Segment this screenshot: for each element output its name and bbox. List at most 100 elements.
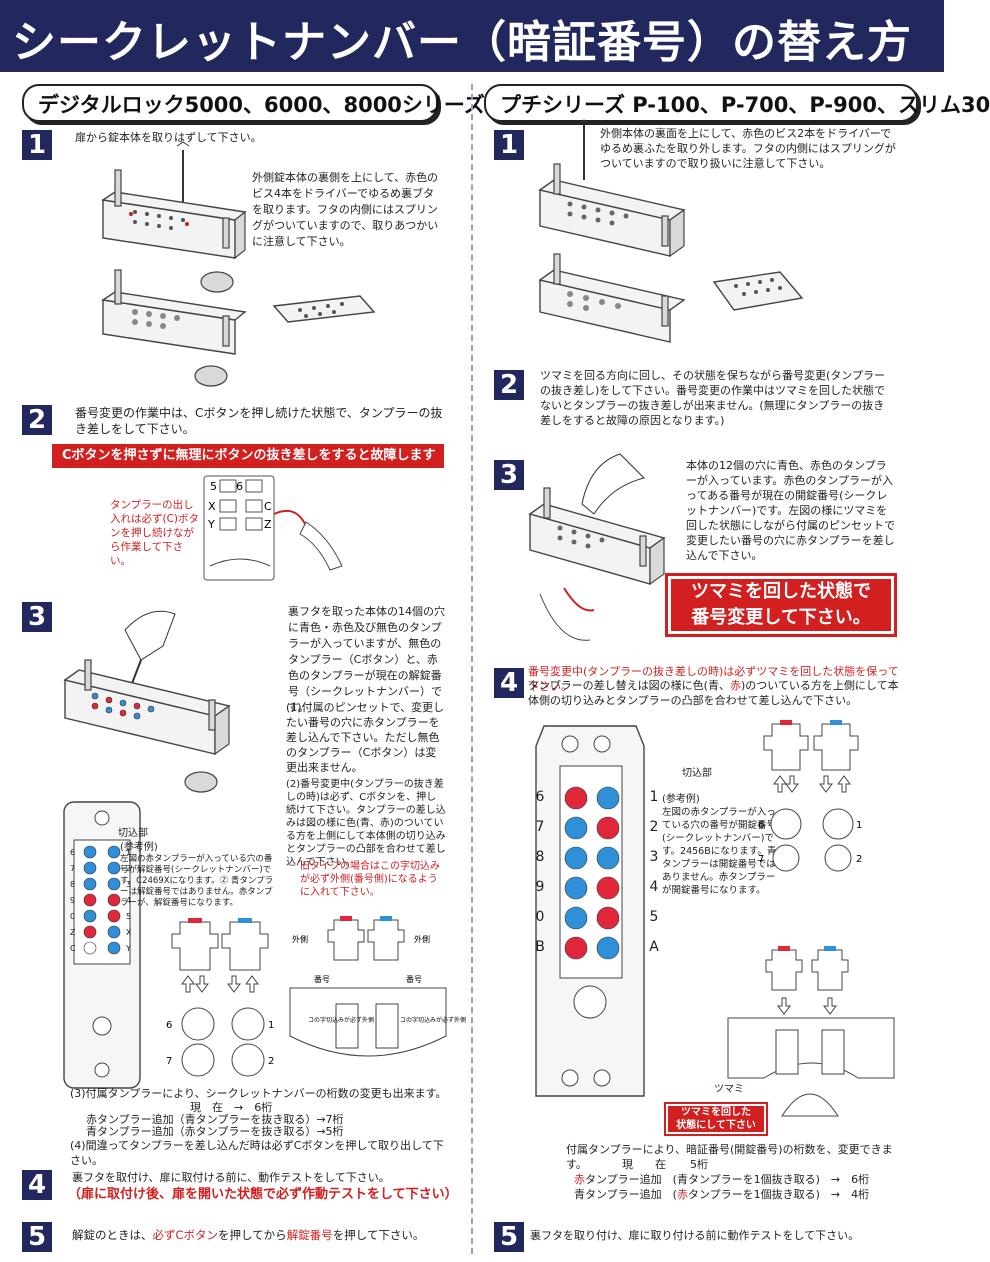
right-step2-number: 2: [494, 370, 524, 400]
left-step5-text-b: 必ずCボタン: [152, 1228, 219, 1242]
panel-label-4: 4: [126, 896, 131, 905]
right-digits-red-a: 赤: [574, 1173, 585, 1186]
column-divider: [471, 84, 473, 1254]
left-step5-text-a: 解錠のときは、: [72, 1228, 153, 1242]
right-step3-text: 本体の12個の穴に青色、赤色のタンプラーが入っています。赤色のタンプラーが入って…: [686, 459, 895, 562]
panel-label-7: 7: [70, 864, 75, 873]
right-back-cover-illustration: [712, 271, 804, 311]
right-dial-label-6: 6: [758, 820, 764, 831]
right-digits-blue-row: 青タンプラー追加 (赤タンプラーを1個抜き取る) → 4桁: [574, 1187, 904, 1202]
right-step1-text: 外側本体の裏面を上にして、赤色のビス2本をドライバーでゆるめ裏ふたを取り外します…: [600, 127, 896, 170]
left-step1-note: 外側錠本体の裏側を上にして、赤色のビス4本をドライバーでゆるめ裏ブタを取ります。…: [252, 171, 439, 248]
panel-label-8: 8: [70, 880, 75, 889]
panel-label-2: 2: [126, 864, 131, 873]
right-label-b: B: [535, 939, 545, 955]
left-insert-direction-diagram: 外側 外側 番号 番号 コの字切込みが必ず外側 コの字切込みが必ず外側: [289, 916, 466, 1057]
left-row-red: 赤タンプラー追加（青タンプラーを抜き取る）→7桁: [86, 1113, 344, 1126]
page-title: シークレットナンバー（暗証番号）の替え方: [12, 17, 912, 68]
right-digits-intro: 付属タンプラーにより、暗証番号(開錠番号)の桁数を、変更できます。: [566, 1143, 893, 1171]
right-left-labels: 6 7 8 9 0 B: [530, 782, 550, 962]
left-tumbler-insert-illustration: [63, 610, 231, 793]
left-item3: (3)付属タンプラーにより、シークレットナンバーの桁数の変更も出来ます。: [70, 1087, 447, 1100]
right-digits-blue-c: タンプラーを1個抜き取る) → 4桁: [687, 1188, 870, 1201]
right-tumbler-panel: [535, 725, 645, 1097]
right-step4-text-b: 赤: [729, 679, 741, 692]
left-section-header: デジタルロック5000、6000、8000シリーズ: [22, 84, 485, 122]
panel-label-y: Y: [125, 944, 131, 953]
right-label-9: 9: [535, 879, 545, 895]
panel-label-z: Z: [70, 928, 76, 937]
left-back-cover-illustration: [272, 295, 376, 323]
right-knob-callout-line2: 状態にして下さい: [676, 1120, 756, 1131]
right-label-5: 5: [649, 909, 659, 925]
left-number-label: 番号: [314, 974, 330, 984]
left-step3-text: 裏フタを取った本体の14個の穴に青色・赤色及び無色のタンプラーが入っていますが、…: [288, 605, 445, 714]
left-section-title: デジタルロック5000、6000、8000シリーズ: [38, 93, 485, 117]
right-step5-text: 裏フタを取り付け、扉に取り付ける前に動作テストをして下さい。: [530, 1229, 860, 1242]
right-tumbler-shapes: 6 1 7 2: [758, 720, 862, 872]
left-cut-label: 切込部: [118, 828, 148, 839]
left-ref-title: (参考例): [120, 842, 158, 853]
left-outside-label-2: 外側: [414, 934, 430, 944]
left-step3-item2-red: 旧タイプの場合はこの字切込みが必ず外側(番号側)になるように入れて下さい。: [300, 861, 440, 898]
right-right-labels: 1 2 3 4 5 A: [644, 782, 664, 962]
left-notch-note: コの字切込みが必ず外側: [308, 1016, 374, 1024]
right-label-2: 2: [649, 819, 659, 835]
left-lock-body-illustration: [101, 141, 247, 387]
left-step4-number: 4: [22, 1170, 52, 1200]
keypad-key-5: 5: [210, 480, 217, 493]
left-step4-warning: （扉に取付け後、扉を開いた状態で必ず作動テストをして下さい）: [68, 1187, 458, 1202]
right-step4-text-c: )のついている方を上側にして本体側の切り込みとタンプラーの凸部を合わせて差し込ん…: [528, 679, 899, 707]
panel-label-c: C: [70, 944, 76, 953]
right-digits-red-b: タンプラー追加 (青タンプラーを1個抜き取る) → 6桁: [585, 1173, 870, 1186]
right-step4-text-a: タンプラーの差し替えは図の様に色(青、: [528, 679, 730, 692]
right-label-a: A: [649, 939, 659, 955]
right-step3-callout: ツマミを回した状態で 番号変更して下さい。: [665, 573, 897, 637]
right-lock-body-illustration: [538, 119, 686, 343]
left-step1-number: 1: [22, 130, 52, 160]
right-section-title: プチシリーズ P-100、P-700、P-900、スリム30: [500, 93, 990, 117]
right-label-6: 6: [535, 789, 545, 805]
left-item4: (4)間違ってタンプラーを差し込んだ時は必ずCボタンを押して取り出して下さい。: [70, 1139, 444, 1167]
left-row-now: 現 在 → 6桁: [190, 1101, 273, 1114]
left-step5-text: 解錠のときは、必ずCボタンを押してから解錠番号を押して下さい。: [72, 1228, 462, 1243]
right-dial-label-7: 7: [758, 854, 764, 865]
left-step3-item2: (2)番号変更中(タンプラーの抜き差しの時)は必ず、Cボタンを、押し続けて下さい…: [286, 779, 446, 868]
keypad-key-c: C: [264, 500, 272, 513]
left-keypad-illustration: 5 6 X C Y Z: [203, 475, 343, 581]
left-step5-number: 5: [22, 1222, 52, 1252]
right-label-4: 4: [649, 879, 659, 895]
keypad-key-6: 6: [236, 480, 243, 493]
right-digits-red-row: 赤タンプラー追加 (青タンプラーを1個抜き取る) → 6桁: [574, 1172, 904, 1187]
right-cut-label: 切込部: [682, 768, 712, 779]
keypad-key-z: Z: [264, 518, 272, 531]
left-step1-text: 扉から錠本体を取りはずして下さい。: [75, 131, 262, 144]
left-tumbler-shapes: 6 1 7 2: [166, 918, 274, 1077]
right-knob-diagram: [727, 946, 895, 1117]
panel-label-9: 9: [70, 896, 75, 905]
left-step5-text-c: を押してから: [218, 1228, 287, 1242]
right-ref-title: (参考例): [662, 794, 700, 805]
right-label-1: 1: [649, 789, 659, 805]
right-step3-number: 3: [494, 460, 524, 490]
right-label-8: 8: [535, 849, 545, 865]
left-outside-label: 外側: [292, 934, 308, 944]
keypad-key-y: Y: [207, 518, 215, 531]
right-step3-callout-line2: 番号変更して下さい。: [691, 607, 871, 628]
left-step2-number: 2: [22, 405, 52, 435]
title-bar: シークレットナンバー（暗証番号）の替え方: [0, 0, 944, 72]
left-dial-label-6: 6: [166, 1020, 172, 1031]
right-digits-now-label: 現 在: [622, 1158, 666, 1171]
left-step5-text-e: を押して下さい。: [332, 1228, 425, 1242]
right-step4-number: 4: [494, 668, 524, 698]
left-dial-label-1: 1: [268, 1020, 274, 1031]
right-ref-text: 左図の赤タンプラーが入っている穴の番号が開錠番号(シークレットナンバー)です。2…: [662, 807, 777, 896]
panel-label-5: 5: [126, 912, 131, 921]
left-step2-warning: Cボタンを押さずに無理にボタンの抜き差しをすると故障します: [52, 444, 444, 468]
keypad-key-x: X: [208, 500, 216, 513]
right-knob-callout: ツマミを回した 状態にして下さい: [664, 1102, 768, 1136]
right-knob-callout-line1: ツマミを回した: [681, 1107, 751, 1118]
right-step1-number: 1: [494, 130, 524, 160]
left-step2-side-note: タンプラーの出し入れは必ず(C)ボタンを押し続けながら作業して下さい。: [110, 499, 200, 567]
right-step3-callout-line1: ツマミを回した状態で: [691, 581, 871, 602]
